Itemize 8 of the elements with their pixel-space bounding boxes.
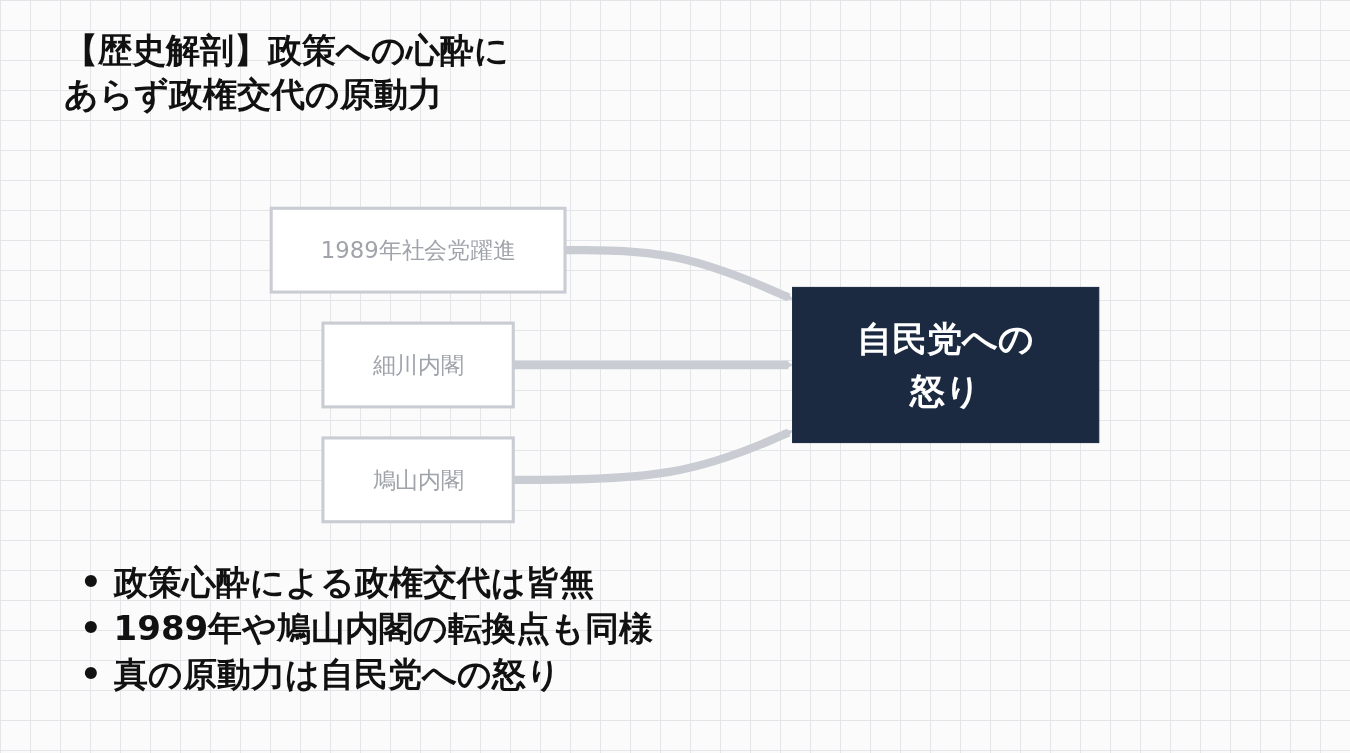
node-box: 自民党への怒り — [792, 286, 1100, 444]
title: 【歴史解剖】政策への心酔にあらず政権交代の原動力 — [64, 29, 510, 117]
node-box: 鳩山内閣 — [321, 436, 515, 524]
node-box: 1989年社会党躍進 — [269, 206, 567, 294]
bullet-point: • 真の原動力は自民党への怒り — [80, 652, 562, 696]
bullet-point: • 政策心酔による政権交代は皆無 — [80, 561, 595, 604]
node-box: 細川内閣 — [321, 321, 515, 409]
bullet-point: • 1989年や鳩山内閣の転換点も同様 — [80, 606, 654, 650]
